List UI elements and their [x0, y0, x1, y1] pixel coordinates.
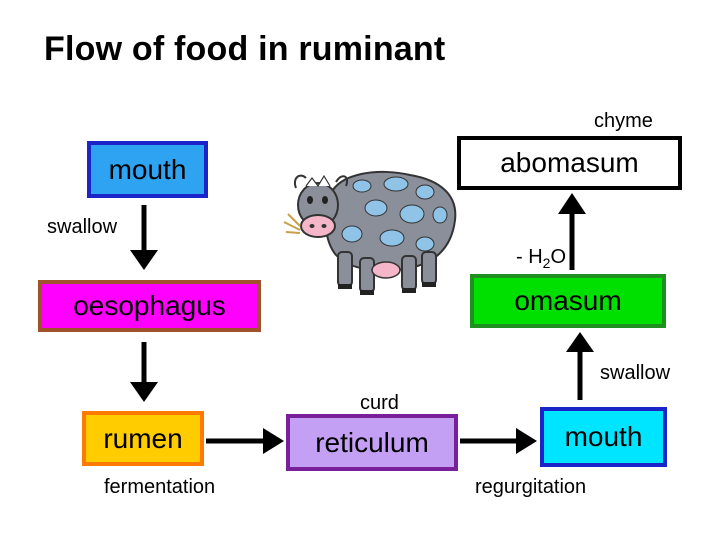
- swallow-left-label: swallow: [47, 216, 118, 238]
- cow-legs: [337, 251, 437, 293]
- mouth-top-box: mouth: [87, 141, 208, 198]
- page-title: Flow of food in ruminant: [44, 30, 446, 68]
- cow-spots: [341, 176, 448, 252]
- mouth-bottom-label: mouth: [564, 421, 643, 452]
- arrow-oesophagus-to-rumen: [130, 342, 158, 402]
- reticulum-box: reticulum: [286, 414, 458, 471]
- abomasum-box: abomasum: [457, 136, 682, 190]
- reticulum-label: reticulum: [315, 426, 429, 458]
- fermentation-label: fermentation: [104, 476, 216, 498]
- mouth-top-label: mouth: [108, 153, 187, 185]
- chyme-label: chyme: [594, 110, 653, 132]
- arrow-mouth-to-oesophagus: [130, 205, 158, 270]
- regurgitation-label: regurgitation: [475, 476, 587, 498]
- oesophagus-label: oesophagus: [73, 290, 226, 321]
- water-removal-label: - H2O: [516, 246, 566, 271]
- mouth-bottom-box: mouth: [540, 407, 667, 467]
- rumen-box: rumen: [82, 411, 204, 466]
- abomasum-label: abomasum: [500, 147, 639, 178]
- hay-icon: [283, 213, 301, 234]
- water-minus-text: - H: [516, 246, 543, 268]
- water-o-text: O: [550, 246, 567, 268]
- curd-label: curd: [360, 392, 399, 414]
- cow-hooves: [338, 282, 436, 295]
- arrow-omasum-to-abomasum: [558, 193, 586, 270]
- arrow-reticulum-to-mouth: [460, 428, 537, 454]
- oesophagus-box: oesophagus: [38, 280, 261, 332]
- cow-udder: [371, 261, 401, 279]
- arrow-rumen-to-reticulum: [206, 428, 284, 454]
- rumen-label: rumen: [103, 422, 183, 454]
- omasum-box: omasum: [470, 274, 666, 328]
- omasum-label: omasum: [514, 285, 622, 316]
- swallow-right-label: swallow: [600, 362, 671, 384]
- cow-head: [294, 174, 348, 238]
- water-subscript: 2: [542, 255, 551, 271]
- arrow-mouth-to-omasum: [566, 332, 594, 400]
